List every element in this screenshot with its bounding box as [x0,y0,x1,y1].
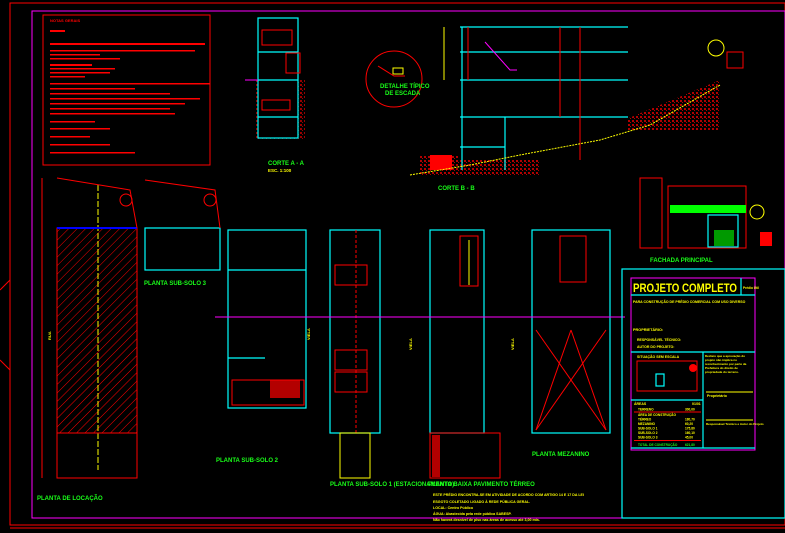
stair-detail: DETALHE TÍPICO DE ESCADA [365,50,430,108]
situation-map [636,360,698,392]
situation-label: SITUAÇÃO SEM ESCALA [637,354,680,359]
area-label: TERRENO [638,408,654,412]
street-alt-label: RUA [47,331,52,340]
author-label: AUTOR DO PROJETO: [637,345,674,349]
declaration-text: Declaro que a aprovação do projeto não i… [705,354,747,374]
owner-signature-label: Proprietário [707,394,727,398]
facade: FACHADA PRINCIPAL [639,177,772,264]
subsoil-1-plan: PLANTA SUB-SOLO 1 (ESTACIONAMENTO) [329,229,454,488]
area-total-value: 621,80 [685,443,695,447]
area-label: SUB-SOLO 2 [638,431,658,435]
stair-detail-label: DETALHE TÍPICO [380,82,430,90]
mezzanine-plan: PLANTA MEZANINO [531,229,611,458]
ground-floor-label: PLANTA BAIXA PAVIMENTO TÉRREO [428,480,535,488]
street-label: VIELA [408,338,413,350]
footer-note: ÁGUA: Abastecida pela rede pública SABES… [433,511,512,516]
footer-note: ESGOTO COLETADO LIGADO À REDE PÚBLICA GE… [433,499,530,504]
section-b-b: CORTE B - B [409,18,744,192]
area-value: 60,20 [685,422,693,426]
area-value: 160,10 [685,431,695,435]
area-label: TÉRREO [638,417,652,422]
area-value: 180,70 [685,418,695,422]
street-label: VIELA [510,338,515,350]
area-value: 175,80 [685,427,695,431]
area-label: MEZANINO [638,422,656,426]
areas-table: TERRENO 300,00 ÁREA DE CONSTRUÇÃO TÉRREO… [634,408,701,447]
footer-note: ESTE PRÉDIO ENCONTRA-SE EM ATIVIDADE DE … [433,492,584,497]
ground-floor-plan: PLANTA BAIXA PAVIMENTO TÉRREO [428,229,535,488]
facade-label: FACHADA PRINCIPAL [650,258,713,264]
scale-label: ESC. 1:100 [268,168,292,173]
area-label: SUB-SOLO 3 [638,436,658,440]
subsoil-2-label: PLANTA SUB-SOLO 2 [216,458,279,464]
title-block: PROJETO COMPLETO Prédio Útil PARA CONSTR… [621,268,785,519]
project-description: PARA CONSTRUÇÃO DE PRÉDIO COMERCIAL COM … [633,299,746,304]
general-notes-title: NOTAS GERAIS [50,18,80,23]
mezzanine-label: PLANTA MEZANINO [532,452,590,458]
subsoil-3-label: PLANTA SUB-SOLO 3 [144,281,207,287]
street-label: VIELA [306,328,311,340]
areas-label: ÁREAS [634,401,647,406]
area-label: SUB-SOLO 1 [638,427,658,431]
area-value: 45,00 [685,436,693,440]
tech-signature-label: Responsável Técnico e Autor do Projeto [706,422,764,426]
owner-label: PROPRIETÁRIO: [633,327,663,332]
area-value: 300,00 [685,408,695,412]
footer-note: LOCAL: Centro Público [433,506,474,510]
section-b-label: CORTE B - B [438,186,475,192]
area-label: ÁREA DE CONSTRUÇÃO [638,412,676,417]
subsoil-1-label: PLANTA SUB-SOLO 1 (ESTACIONAMENTO) [330,482,454,488]
sheet-number: 01/01 [692,402,701,406]
project-subtitle: Prédio Útil [743,285,759,290]
site-plan-label: PLANTA DE LOCAÇÃO [37,495,103,502]
subsoil-2-plan: PLANTA SUB-SOLO 2 [216,229,307,464]
area-total-label: TOTAL DE CONSTRUÇÃO [638,442,678,447]
subsoil-3-plan: PLANTA SUB-SOLO 3 [144,179,221,287]
footer-note: Não haverá desnível de piso nas áreas de… [433,518,540,522]
section-a-a: CORTE A - A ESC. 1:100 [245,17,305,173]
general-notes-box: NOTAS GERAIS [42,14,211,166]
stair-detail-label-2: DE ESCADA [385,91,421,97]
footer-notes: ESTE PRÉDIO ENCONTRA-SE EM ATIVIDADE DE … [433,492,584,522]
section-a-label: CORTE A - A [268,161,305,167]
resp-label: RESPONSÁVEL TÉCNICO: [637,337,681,342]
site-plan: RUA PLANTA DE LOCAÇÃO [37,177,138,502]
project-title: PROJETO COMPLETO [633,281,737,295]
